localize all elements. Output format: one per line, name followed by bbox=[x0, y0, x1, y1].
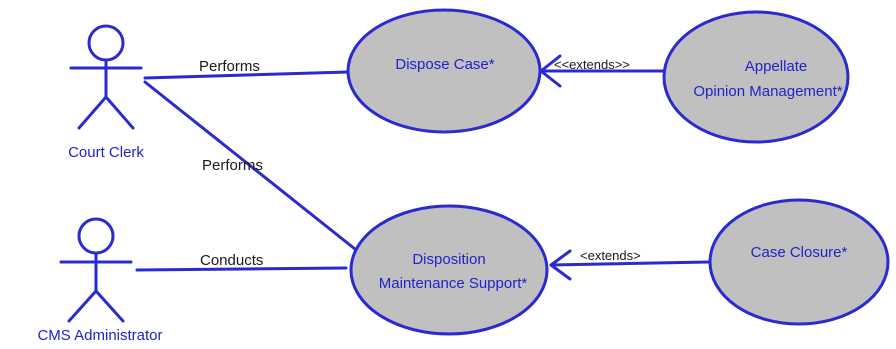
actor-leg-left bbox=[67, 289, 98, 323]
actor-label-court-clerk: Court Clerk bbox=[68, 144, 144, 161]
association-clerk-disposition bbox=[143, 80, 362, 255]
extends-label-appellate: <<extends>> bbox=[554, 57, 630, 72]
actor-court-clerk[interactable]: Court Clerk bbox=[68, 24, 144, 161]
association-label-clerk-dispose-case: Performs bbox=[199, 58, 260, 75]
use-case-label-case-closure: Case Closure* bbox=[751, 244, 848, 261]
association-clerk-dispose-case bbox=[143, 70, 350, 80]
use-case-label-line2: Opinion Management* bbox=[693, 83, 842, 100]
actor-leg-right bbox=[94, 289, 125, 323]
association-label-admin-disposition: Conducts bbox=[200, 252, 263, 269]
use-case-ellipse bbox=[662, 10, 850, 144]
use-case-label-line2: Maintenance Support* bbox=[379, 275, 528, 292]
use-case-label-line1: Disposition bbox=[412, 251, 485, 268]
actor-label-cms-administrator: CMS Administrator bbox=[37, 327, 162, 344]
use-case-ellipse bbox=[346, 8, 542, 134]
use-case-disposition-maintenance-support[interactable]: Disposition Maintenance Support* bbox=[349, 204, 549, 336]
use-case-appellate-opinion-management[interactable]: Appellate Opinion Management* bbox=[662, 10, 850, 144]
extends-line-case-closure bbox=[549, 260, 711, 267]
actor-head bbox=[77, 217, 115, 255]
use-case-label-line1: Appellate bbox=[745, 58, 808, 75]
association-admin-disposition bbox=[135, 266, 348, 272]
use-case-label-dispose-case: Dispose Case* bbox=[395, 56, 494, 73]
use-case-ellipse bbox=[349, 204, 549, 336]
use-case-dispose-case[interactable]: Dispose Case* bbox=[346, 8, 542, 134]
actor-leg-left bbox=[77, 95, 108, 130]
actor-cms-administrator[interactable]: CMS Administrator bbox=[37, 217, 163, 344]
extends-label-case-closure: <extends> bbox=[580, 248, 641, 263]
actor-leg-right bbox=[104, 95, 135, 130]
use-case-case-closure[interactable]: Case Closure* bbox=[708, 198, 890, 326]
use-case-ellipse bbox=[708, 198, 890, 326]
extends-arrowhead-case-closure bbox=[549, 249, 572, 281]
actor-head bbox=[87, 24, 125, 62]
association-label-clerk-disposition: Performs bbox=[202, 157, 263, 174]
